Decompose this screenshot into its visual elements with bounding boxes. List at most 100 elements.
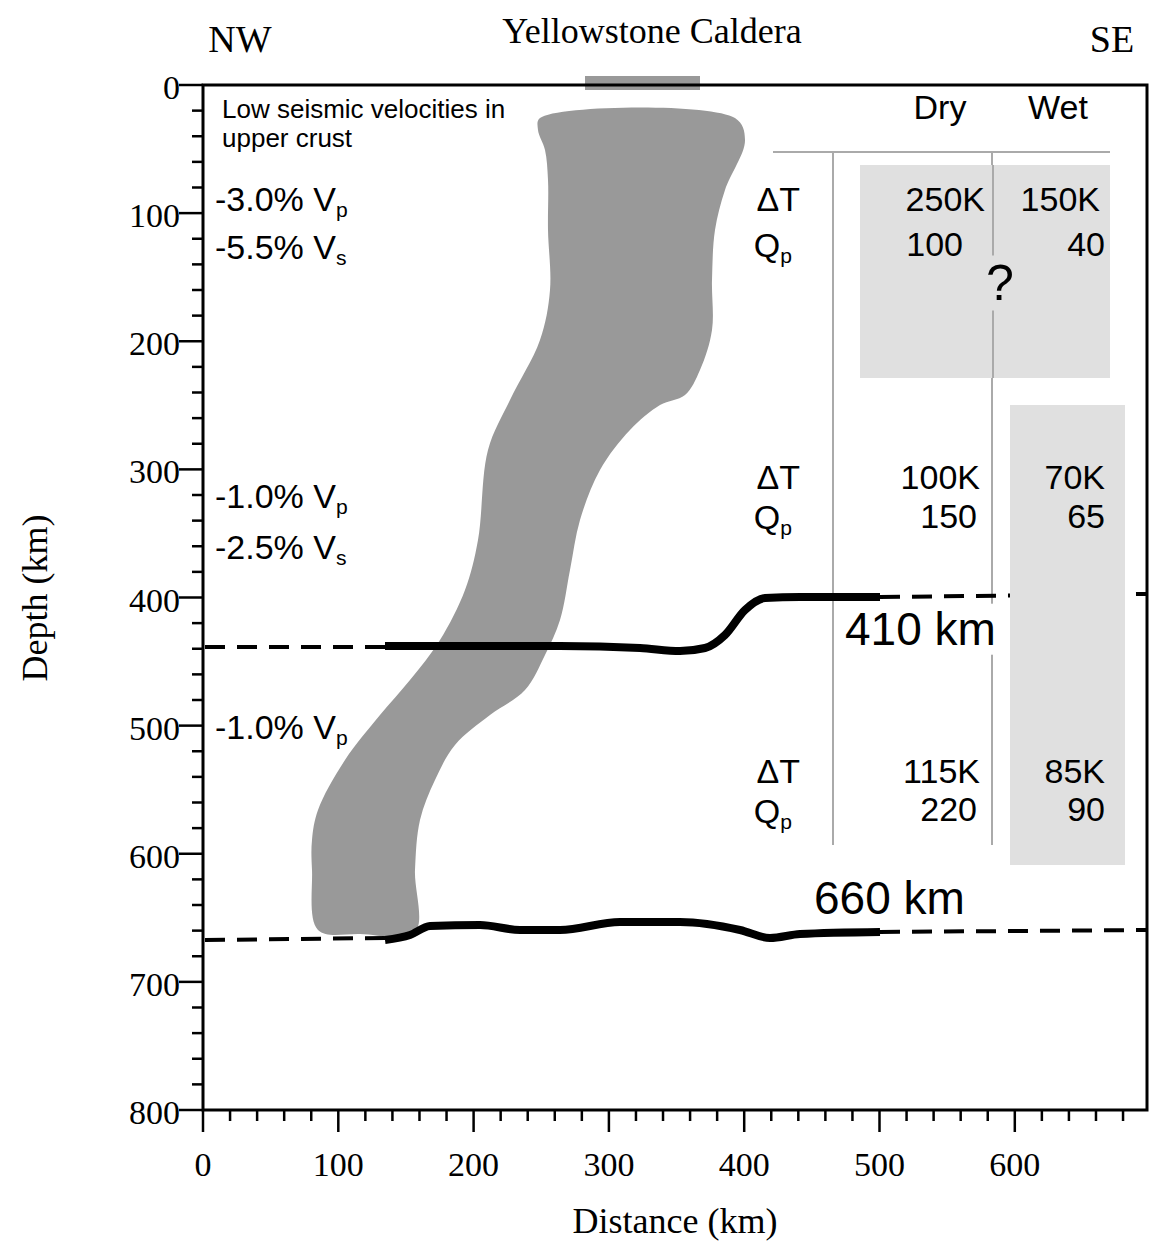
tick bbox=[986, 1110, 989, 1121]
tick bbox=[192, 366, 203, 369]
subscript: s bbox=[336, 546, 347, 569]
tick bbox=[192, 622, 203, 625]
axis-title: Depth (km) bbox=[16, 515, 56, 682]
tick-label: 300 bbox=[583, 1146, 634, 1183]
row-header: ΔT bbox=[757, 753, 800, 790]
discontinuity-label: 660 km bbox=[812, 873, 967, 924]
discontinuity-dashed bbox=[880, 930, 1147, 932]
tick bbox=[192, 929, 203, 932]
tick bbox=[192, 1058, 203, 1061]
tick bbox=[192, 161, 203, 164]
discontinuity-label: 410 km bbox=[843, 604, 998, 655]
table-rule bbox=[773, 151, 1110, 153]
tick-label: 0 bbox=[163, 69, 180, 106]
shaded-region: 70K65 85K90 bbox=[1010, 405, 1125, 865]
tick bbox=[1041, 1110, 1044, 1121]
direction-label: NW bbox=[208, 19, 271, 61]
tick-label: 100 bbox=[313, 1146, 364, 1183]
tick bbox=[716, 1110, 719, 1121]
tick bbox=[192, 186, 203, 189]
tick bbox=[179, 724, 203, 727]
discontinuity-dashed bbox=[205, 938, 385, 940]
text-part: -1.0% V bbox=[215, 477, 336, 515]
tick bbox=[391, 1110, 394, 1121]
tick bbox=[743, 1110, 746, 1132]
table-cell: 150K bbox=[1021, 181, 1100, 218]
table-cell: 100 bbox=[906, 226, 963, 263]
tick bbox=[179, 596, 203, 599]
velocity-anomaly: -1.0% Vp bbox=[215, 478, 348, 515]
discontinuity-dashed bbox=[205, 645, 390, 649]
tick bbox=[192, 1083, 203, 1086]
tick bbox=[526, 1110, 529, 1121]
tick bbox=[824, 1110, 827, 1121]
table-cell: 100K bbox=[901, 459, 980, 496]
shaded-region: 250K150K10040? bbox=[860, 165, 1110, 378]
table-cell: 70K bbox=[1045, 459, 1106, 496]
tick bbox=[192, 1006, 203, 1009]
table-cell: 220 bbox=[920, 791, 977, 828]
text-part: -2.5% V bbox=[215, 528, 336, 566]
discontinuity-660 bbox=[385, 922, 880, 940]
subscript: p bbox=[780, 810, 792, 833]
tick bbox=[192, 289, 203, 292]
tick bbox=[337, 1110, 340, 1132]
subscript: p bbox=[336, 495, 348, 518]
tick bbox=[662, 1110, 665, 1121]
tick-label: 600 bbox=[989, 1146, 1040, 1183]
tick bbox=[192, 673, 203, 676]
tick bbox=[192, 494, 203, 497]
tick bbox=[1095, 1110, 1098, 1121]
text-part: -1.0% V bbox=[215, 708, 336, 746]
table-cell: 65 bbox=[1067, 498, 1105, 535]
tick bbox=[192, 135, 203, 138]
tick bbox=[192, 545, 203, 548]
tick-label: 0 bbox=[195, 1146, 212, 1183]
tick bbox=[689, 1110, 692, 1121]
text-part: -3.0% V bbox=[215, 180, 336, 218]
tick-label: 700 bbox=[129, 966, 180, 1003]
table-cell: 115K bbox=[903, 753, 980, 790]
row-header: Qp bbox=[754, 227, 792, 264]
tick-label: 600 bbox=[129, 838, 180, 875]
tick bbox=[192, 391, 203, 394]
tick bbox=[1122, 1110, 1125, 1121]
tick bbox=[192, 263, 203, 266]
tick bbox=[192, 109, 203, 112]
tick bbox=[192, 417, 203, 420]
plume bbox=[311, 107, 745, 937]
tick bbox=[192, 443, 203, 446]
subscript: p bbox=[336, 198, 348, 221]
tick bbox=[192, 878, 203, 881]
table-rule bbox=[832, 152, 834, 845]
tick bbox=[959, 1110, 962, 1121]
tick bbox=[229, 1110, 232, 1121]
table-cell: 90 bbox=[1067, 791, 1105, 828]
tick bbox=[202, 1110, 205, 1132]
tick bbox=[192, 648, 203, 651]
tick-label: 500 bbox=[129, 710, 180, 747]
tick bbox=[192, 238, 203, 241]
tick bbox=[192, 750, 203, 753]
velocity-anomaly: -3.0% Vp bbox=[215, 181, 348, 218]
tick bbox=[581, 1110, 584, 1121]
tick bbox=[878, 1110, 881, 1132]
table-cell: 85K bbox=[1045, 753, 1106, 790]
tick bbox=[932, 1110, 935, 1121]
tick bbox=[1014, 1110, 1017, 1132]
tick bbox=[851, 1110, 854, 1121]
tick bbox=[445, 1110, 448, 1121]
tick bbox=[192, 571, 203, 574]
tick-label: 400 bbox=[129, 582, 180, 619]
tick bbox=[192, 776, 203, 779]
text-part: Q bbox=[754, 498, 780, 536]
tick bbox=[770, 1110, 773, 1121]
tick bbox=[192, 314, 203, 317]
axis-title: Distance (km) bbox=[573, 1202, 778, 1242]
tick bbox=[192, 1032, 203, 1035]
velocity-anomaly: -5.5% Vs bbox=[215, 229, 347, 266]
velocity-anomaly: -2.5% Vs bbox=[215, 529, 347, 566]
tick bbox=[364, 1110, 367, 1121]
tick-label: 100 bbox=[129, 197, 180, 234]
